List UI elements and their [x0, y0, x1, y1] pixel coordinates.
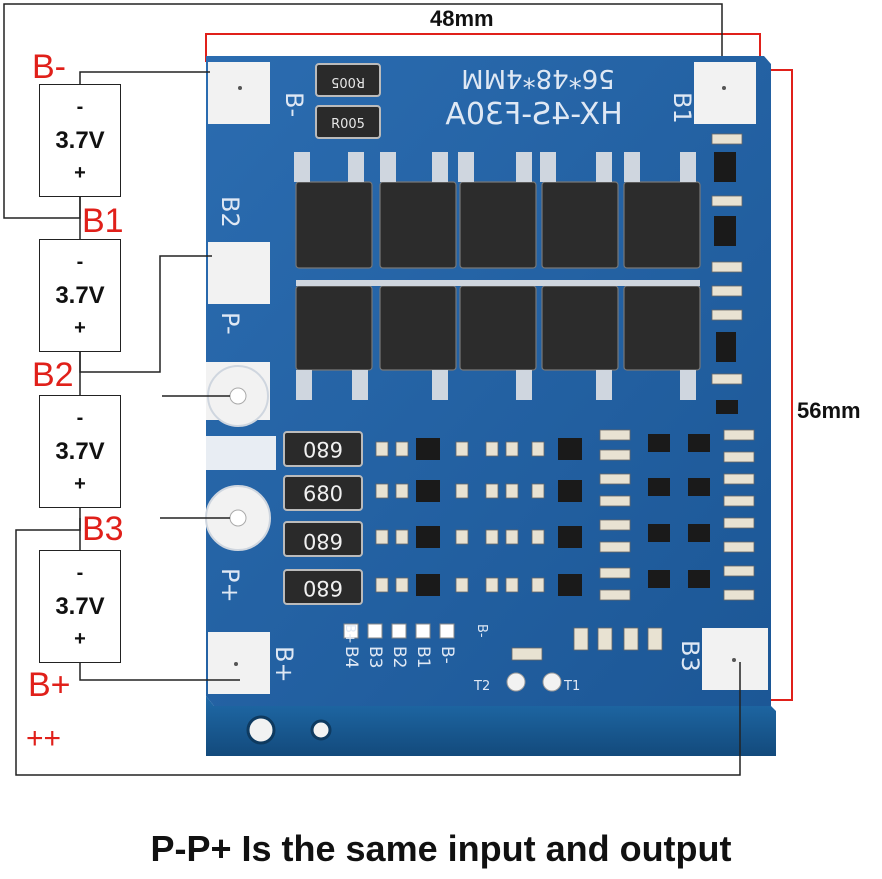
pad-label-b2: B2: [216, 196, 244, 228]
label-b1: B1: [82, 202, 124, 240]
header-label-b-plus: B+: [342, 624, 357, 644]
cell-4-minus: -: [76, 561, 84, 584]
resistor-label-3: 680: [303, 529, 343, 553]
caption: P-P+ Is the same input and output: [150, 828, 732, 869]
header-label-b3: B3: [365, 646, 385, 668]
cell-3-plus: +: [74, 473, 86, 496]
battery-cell-1: - 3.7V +: [39, 84, 121, 197]
thermistor-label-t1: T1: [563, 679, 580, 694]
pad-label-b-plus: B+: [270, 646, 298, 683]
shunt-top-label: R005: [331, 74, 365, 89]
pcb-silkscreen: R005 R005 56*48*4MM HX-4S-F30A 680 680 6…: [216, 63, 704, 694]
cell-2-minus: -: [76, 250, 84, 273]
cell-4-plus: +: [74, 628, 86, 651]
height-dimension-label: 56mm: [797, 398, 861, 423]
cell-3-voltage: 3.7V: [55, 437, 105, 465]
width-dimension-label: 48mm: [430, 6, 494, 31]
header-label-b4: B4: [341, 646, 361, 668]
pcb-board: [205, 56, 776, 756]
cell-2-plus: +: [74, 317, 86, 340]
pad-label-b1: B1: [668, 92, 696, 124]
label-b3: B3: [82, 510, 124, 548]
shunt-bottom-label: R005: [331, 117, 365, 132]
pad-label-p-plus: P+: [216, 568, 244, 603]
pad-label-p-minus: P-: [216, 312, 244, 335]
header-label-b1: B1: [413, 646, 433, 668]
board-model-text: HX-4S-F30A: [445, 97, 623, 132]
header-label-b2: B2: [389, 646, 409, 668]
resistor-label-1: 680: [303, 437, 343, 461]
pad-label-b3: B3: [676, 640, 704, 672]
cell-2-voltage: 3.7V: [55, 281, 105, 309]
pad-label-b-minus: B-: [280, 92, 308, 117]
resistor-label-2: 680: [303, 482, 343, 506]
resistor-label-4: 680: [303, 576, 343, 600]
battery-cell-3: - 3.7V +: [39, 395, 121, 508]
label-b2: B2: [32, 356, 74, 394]
battery-cell-2: - 3.7V +: [39, 239, 121, 352]
thermistor-label-t2: T2: [473, 679, 490, 694]
cell-1-voltage: 3.7V: [55, 126, 105, 154]
label-b-minus: B-: [32, 48, 66, 86]
label-plus-plus: ++: [26, 722, 62, 755]
cell-1-minus: -: [76, 95, 84, 118]
cell-3-minus: -: [76, 406, 84, 429]
label-b-plus: B+: [28, 666, 71, 704]
header-label-b-minus: B-: [437, 646, 457, 664]
battery-cell-4: - 3.7V +: [39, 550, 121, 663]
header-label-b-minus-side: B-: [474, 624, 489, 638]
cell-1-plus: +: [74, 162, 86, 185]
cell-4-voltage: 3.7V: [55, 592, 105, 620]
board-size-text: 56*48*4MM: [461, 63, 615, 93]
